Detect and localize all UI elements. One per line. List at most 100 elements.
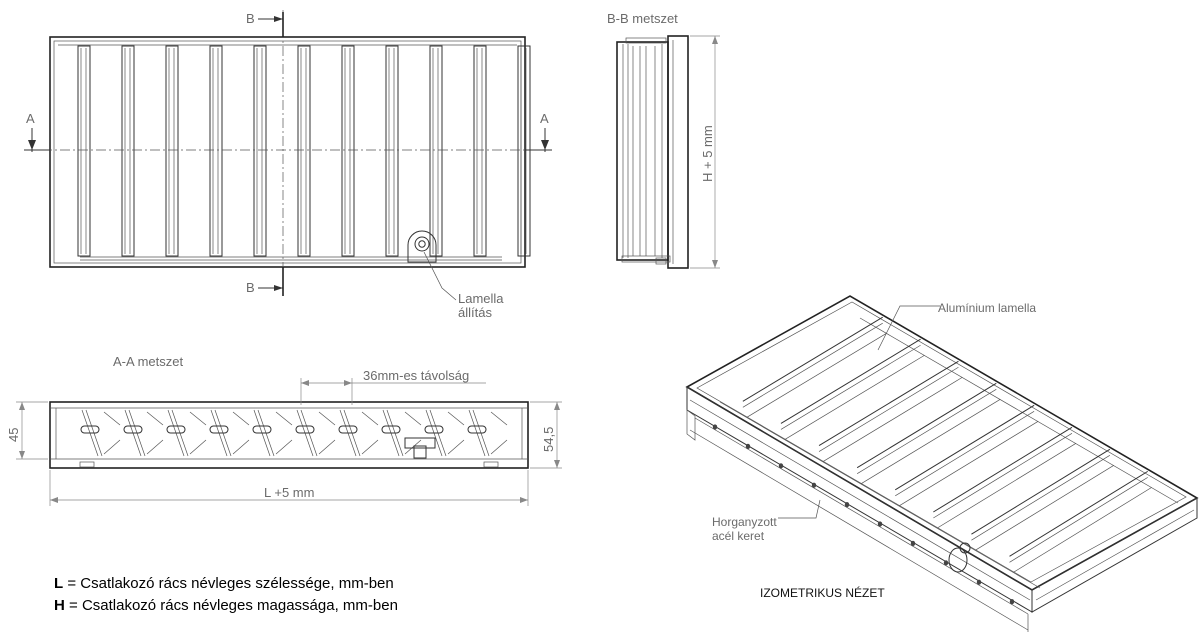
iso-blade-face <box>784 354 925 440</box>
frame-hole <box>712 424 718 430</box>
section-linkage <box>189 411 207 426</box>
frame-hole <box>877 521 883 527</box>
frame-hole <box>976 579 982 585</box>
legend: L = Csatlakozó rács névleges szélessége,… <box>54 575 398 614</box>
front-slats <box>77 45 531 257</box>
front-slat <box>121 45 135 257</box>
blade-pivot-slot <box>123 425 143 434</box>
iso-blade-face <box>822 376 963 462</box>
frame-hole <box>943 560 949 566</box>
front-slat <box>165 45 179 257</box>
frame-hole <box>745 443 751 449</box>
iso-blade-face <box>742 322 883 408</box>
adjuster-knob <box>407 230 437 263</box>
front-frame-inner <box>53 40 522 264</box>
iso-blade-edge <box>818 360 959 446</box>
iso-blade-face <box>899 421 1039 507</box>
section-bb-title: B-B metszet <box>607 11 678 26</box>
section-linkage <box>232 411 250 426</box>
front-slat <box>77 45 91 257</box>
section-marker-b-bottom: B <box>246 280 255 295</box>
iso-blade-edge <box>933 426 1073 513</box>
legend-row-h: H = Csatlakozó rács névleges magassága, … <box>54 597 398 614</box>
iso-blade-edge <box>780 338 921 424</box>
iso-blade-face <box>1009 477 1148 563</box>
adjuster-label-line2: állítás <box>458 305 492 320</box>
dim-54-5: 54,5 <box>541 427 556 452</box>
iso-blade-face <box>937 443 1077 529</box>
blade-pivot-slot <box>295 425 315 434</box>
dim-45: 45 <box>6 428 21 442</box>
front-slat <box>473 45 487 257</box>
section-linkage <box>103 439 121 455</box>
blade-pivot-slot <box>338 425 358 434</box>
section-linkage <box>361 439 379 455</box>
blade-pivot-slot <box>467 425 487 434</box>
iso-blade-edge <box>856 382 997 469</box>
blade-pivot-slot <box>252 425 272 434</box>
section-linkage <box>318 411 336 426</box>
section-linkage <box>189 439 207 455</box>
section-linkage <box>490 411 508 426</box>
front-slat <box>517 45 531 257</box>
adjuster-label-line1: Lamella <box>458 291 504 306</box>
spacing-note: 36mm-es távolság <box>363 368 469 383</box>
iso-label-frame-line1: Horganyzott <box>712 515 777 529</box>
section-linkage <box>404 411 422 426</box>
legend-text-l: = Csatlakozó rács névleges szélessége, m… <box>63 575 394 592</box>
blade-pivot-slot <box>381 425 401 434</box>
section-aa-title: A-A metszet <box>113 354 183 369</box>
iso-blade-edge <box>971 448 1111 535</box>
legend-symbol-h: H <box>54 597 65 614</box>
frame-hole <box>811 482 817 488</box>
front-slat <box>253 45 267 257</box>
frame-hole <box>1009 599 1015 605</box>
frame-hole <box>844 502 850 508</box>
front-slat <box>385 45 399 257</box>
frame-hole <box>778 463 784 469</box>
section-marker-a-right: A <box>540 111 549 126</box>
blade-pivot-slot <box>80 425 100 434</box>
iso-blade-face <box>933 433 1073 519</box>
iso-blade-face <box>856 388 997 475</box>
iso-blade-edge <box>742 316 883 402</box>
iso-blade-face <box>818 366 959 452</box>
blade-pivot-slot <box>166 425 186 434</box>
frame-hole <box>910 540 916 547</box>
iso-caption: IZOMETRIKUS NÉZET <box>760 585 885 600</box>
iso-label-lamella: Alumínium lamella <box>938 301 1036 315</box>
section-aa-blades <box>80 409 508 457</box>
iso-label-frame-line2: acél keret <box>712 529 765 543</box>
iso-blade-face <box>746 332 887 418</box>
legend-symbol-l: L <box>54 575 63 592</box>
iso-blade-face <box>895 411 1035 497</box>
blade-pivot-slot <box>209 425 229 434</box>
isometric-frame-holes <box>712 424 1015 605</box>
section-linkage <box>146 411 164 426</box>
section-bb-view <box>616 35 720 269</box>
section-linkage <box>447 439 465 455</box>
iso-blade-face <box>975 465 1115 551</box>
isometric-blades <box>742 316 1152 573</box>
section-linkage <box>361 411 379 426</box>
iso-blade-face <box>971 455 1111 541</box>
section-linkage <box>404 439 422 455</box>
front-slat <box>297 45 311 257</box>
front-slat <box>429 45 443 257</box>
legend-row-l: L = Csatlakozó rács névleges szélessége,… <box>54 575 394 592</box>
front-slat <box>209 45 223 257</box>
blade-pivot-slot <box>424 425 444 434</box>
section-linkage <box>318 439 336 455</box>
front-slat <box>341 45 355 257</box>
legend-text-h: = Csatlakozó rács névleges magassága, mm… <box>65 597 398 614</box>
dim-width: L +5 mm <box>264 485 314 500</box>
section-linkage <box>490 439 508 455</box>
iso-blade-edge <box>894 404 1035 491</box>
section-linkage <box>103 411 121 426</box>
iso-blade-face <box>1013 487 1152 573</box>
section-bb-height-dim: H + 5 mm <box>700 125 715 182</box>
iso-blade-edge <box>1009 470 1148 557</box>
iso-blade-face <box>780 344 921 430</box>
section-linkage <box>146 439 164 455</box>
